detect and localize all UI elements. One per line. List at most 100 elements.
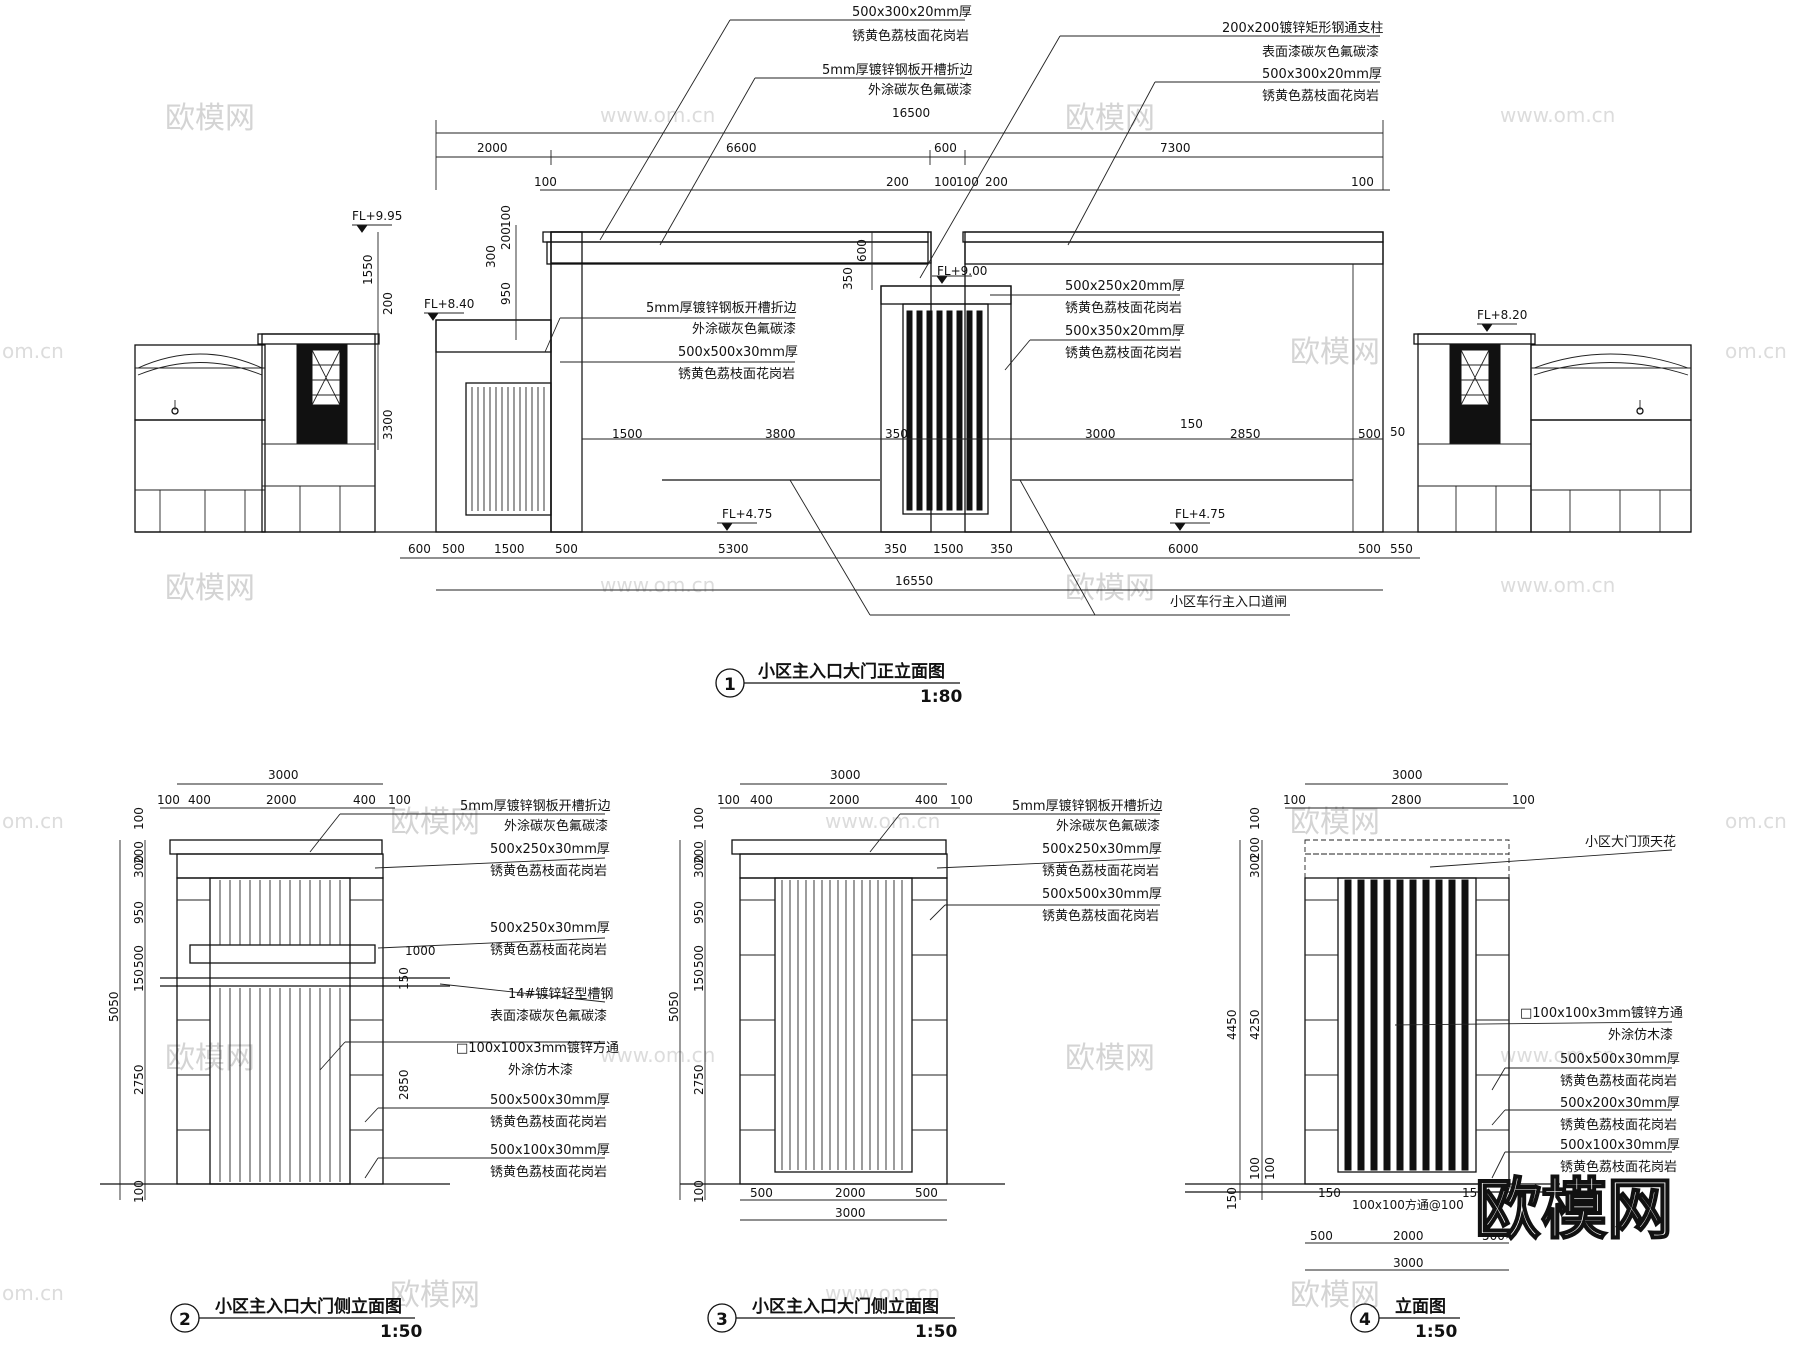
vdim-200: 200 [381,292,395,315]
v3-dim-100b: 100 [950,793,973,807]
v4-vdim-4450: 4450 [1225,1009,1239,1040]
v4-note-5b: 锈黄色荔枝面花岗岩 [1560,1159,1677,1175]
bdim-500-a: 500 [442,542,465,556]
v2-note-3a: 500x250x30mm厚 [490,921,610,936]
bdim-350-b: 350 [990,542,1013,556]
front-view-number: 1 [724,675,736,695]
v2-vdim-950: 950 [132,901,146,924]
dim-mid-50: 50 [1390,425,1405,439]
watermark-url: www.om.cn [600,1043,715,1067]
v4-vdim-300: 300 [1248,855,1262,878]
dim-mid-1500: 1500 [612,427,643,441]
v3-note-2a: 500x250x30mm厚 [1042,842,1162,857]
v2-vdim-500: 500 [132,945,146,968]
note-front-7b: 锈黄色荔枝面花岗岩 [1065,300,1182,316]
watermark-brand: 欧模网 [1290,805,1380,840]
watermark-url-short: om.cn [1725,809,1787,833]
note-front-5a: 5mm厚镀锌钢板开槽折边 [646,300,797,316]
watermark-brand: 欧模网 [1290,1278,1380,1313]
v3-note-2b: 锈黄色荔枝面花岗岩 [1042,863,1159,879]
v3-dim-2000: 2000 [829,793,860,807]
dim-mid-500: 500 [1358,427,1381,441]
v3-vdim-200: 200 [692,841,706,864]
note-front-6a: 500x500x30mm厚 [678,345,798,360]
side-elevation-3: 3000 100 400 2000 400 100 100 200 30 [667,768,1163,1342]
v4-note-2b: 外涂仿木漆 [1608,1027,1673,1043]
v4-note-4b: 锈黄色荔枝面花岗岩 [1560,1117,1677,1133]
bdim-350-a: 350 [884,542,907,556]
v3-note-3b: 锈黄色荔枝面花岗岩 [1042,908,1159,924]
v4-dim-100b: 100 [1512,793,1535,807]
v3-vdim-150: 150 [692,969,706,992]
v2-vdim-150: 150 [132,969,146,992]
watermark-brand: 欧模网 [390,1278,480,1313]
bdim-600: 600 [408,542,431,556]
v2-vdim-5050: 5050 [107,991,121,1022]
v2-note-1b: 外涂碳灰色氟碳漆 [504,818,608,834]
v2-note-1a: 5mm厚镀锌钢板开槽折边 [460,798,611,814]
v3-view-number: 3 [716,1310,728,1330]
v2-note-7b: 锈黄色荔枝面花岗岩 [490,1164,607,1180]
v3-dim-400a: 400 [750,793,773,807]
dim-100-right: 100 [1351,175,1374,189]
v3-vdim-100b: 100 [692,1180,706,1203]
dim-mid-2850: 2850 [1230,427,1261,441]
v4-view-number: 4 [1359,1310,1371,1330]
v3-note-1a: 5mm厚镀锌钢板开槽折边 [1012,798,1163,814]
note-front-4a: 500x300x20mm厚 [1262,67,1382,82]
v3-timber-slats [781,880,903,1170]
v2-note-6b: 锈黄色荔枝面花岗岩 [490,1114,607,1130]
front-elevation: 16500 2000 6600 600 7300 100 200 100 100… [134,5,1692,707]
v3-vdim-2750: 2750 [692,1064,706,1095]
v4-bdim-500a: 500 [1310,1229,1333,1243]
note-front-2a: 5mm厚镀锌钢板开槽折边 [822,62,973,78]
v3-vdim-950: 950 [692,901,706,924]
watermark-url: www.om.cn [825,809,940,833]
v2-dim-2000: 2000 [266,793,297,807]
v3-note-3a: 500x500x30mm厚 [1042,887,1162,902]
watermark-brand: 欧模网 [1290,335,1380,370]
v4-dim-150a: 150 [1318,1186,1341,1200]
dim-100-left: 100 [534,175,557,189]
v2-dim-400b: 400 [353,793,376,807]
v4-dim-tube-spacing: 100x100方通@100 [1352,1197,1464,1212]
dim-2000: 2000 [477,141,508,155]
v4-note-2a: □100x100x3mm镀锌方通 [1520,1005,1683,1021]
level-fl-900: FL+9.00 [937,264,987,278]
dim-mid-3800: 3800 [765,427,796,441]
v4-note-1: 小区大门顶天花 [1585,834,1676,850]
note-front-3a: 200x200镀锌矩形钢通支柱 [1222,20,1383,36]
v3-bdim-500b: 500 [915,1186,938,1200]
dim-overall-16500: 16500 [892,106,930,120]
watermark-url: www.om.cn [1500,1043,1615,1067]
v3-vdim-500: 500 [692,945,706,968]
v2-vdim-300: 300 [132,855,146,878]
v4-bdim-2000: 2000 [1393,1229,1424,1243]
v3-vdim-5050: 5050 [667,991,681,1022]
watermark-brand: 欧模网 [165,101,255,136]
watermark-url: www.om.cn [1500,573,1615,597]
watermark-url: www.om.cn [825,1281,940,1305]
dim-100-a: 100 [934,175,957,189]
v2-vdim-2750: 2750 [132,1064,146,1095]
v2-note-7a: 500x100x30mm厚 [490,1143,610,1158]
v2-dim-100a: 100 [157,793,180,807]
bdim-500-b: 500 [555,542,578,556]
v4-vdim-100c: 100 [1263,1157,1277,1180]
v3-bdim-3000: 3000 [835,1206,866,1220]
watermark-url-short: om.cn [2,1281,64,1305]
dim-mid-3000: 3000 [1085,427,1116,441]
bdim-1500-b: 1500 [933,542,964,556]
v4-view-title: 立面图 [1395,1296,1446,1317]
v2-dim-100b: 100 [388,793,411,807]
watermark-brand: 欧模网 [1065,571,1155,606]
watermark-brand: 欧模网 [390,805,480,840]
elevation-4: 3000 100 2800 100 100 200 [1185,768,1683,1342]
level-fl-475-right: FL+4.75 [1175,507,1225,521]
central-gate-bars [906,310,983,511]
watermark-brand: 欧模网 [1065,101,1155,136]
v3-vdim-300: 300 [692,855,706,878]
level-fl-820: FL+8.20 [1477,308,1527,322]
v4-note-4a: 500x200x30mm厚 [1560,1096,1680,1111]
v4-vdim-4250: 4250 [1248,1009,1262,1040]
